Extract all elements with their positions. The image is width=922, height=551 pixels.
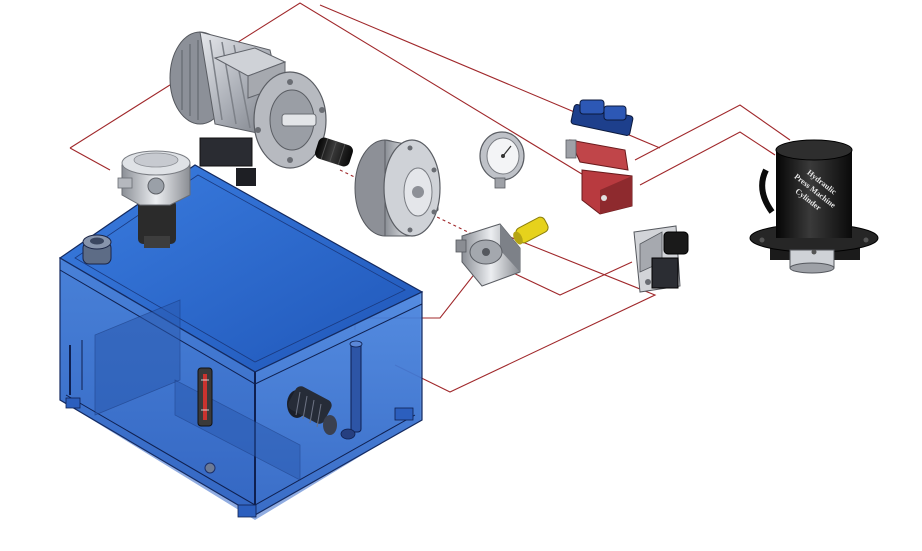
- hydraulic-cylinder: Hydraulic Press Machine Cylinder: [749, 139, 879, 274]
- bell-housing: [354, 139, 441, 237]
- suction-strainer: [513, 216, 549, 245]
- connection-line: [639, 131, 776, 186]
- gear-pump: [455, 223, 521, 287]
- connection-line: [69, 2, 601, 186]
- pressure-gauge: [479, 131, 525, 189]
- connection-line: [69, 147, 111, 171]
- breather-cap: [82, 234, 112, 265]
- suction-filter: [287, 386, 337, 435]
- return-pipe: [340, 340, 363, 440]
- shaft-coupling: [315, 137, 353, 167]
- electric-motor: [169, 31, 327, 186]
- level-gauge: [197, 367, 213, 427]
- connection-line: [634, 104, 791, 161]
- directional-valve-bottom: [633, 225, 689, 293]
- return-filter: [117, 150, 191, 248]
- directional-valve-top: [565, 99, 634, 215]
